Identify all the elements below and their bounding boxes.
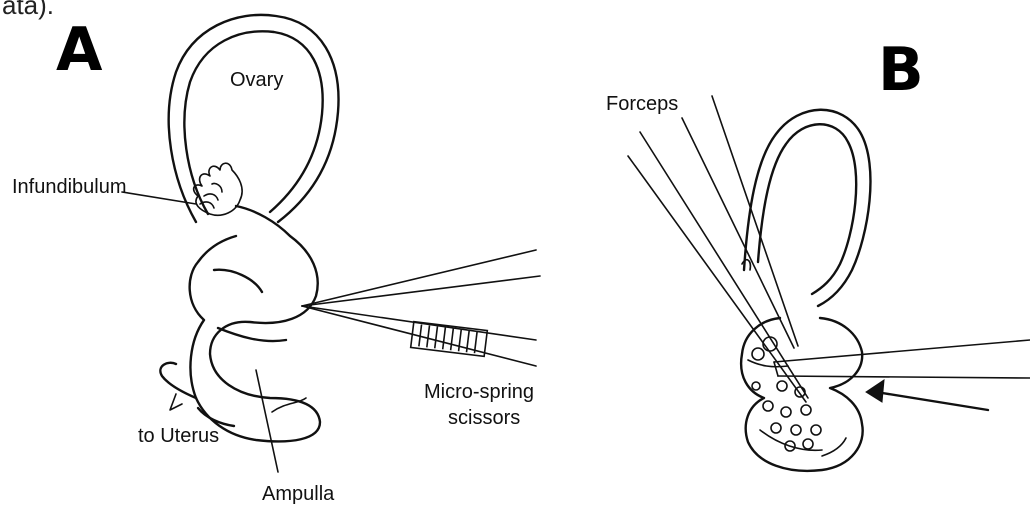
- ovary-ring-b: [744, 110, 870, 306]
- forceps-drawing: [628, 96, 808, 402]
- infundibulum-drawing: [194, 163, 242, 215]
- micro-spring-label-line1: Micro-spring: [424, 381, 534, 403]
- needle-drawing: [774, 340, 1030, 378]
- ampulla-label: Ampulla: [262, 483, 335, 505]
- panel-b: B: [606, 35, 1030, 471]
- micro-spring-scissors-drawing: [302, 250, 540, 366]
- arrow-indicator: [866, 380, 988, 410]
- infundibulum-label: Infundibulum: [12, 176, 127, 198]
- micro-spring-label-line2: scissors: [448, 407, 520, 429]
- panel-a: A Ovary Infundibulum to Uterus: [12, 15, 540, 505]
- oocytes: [752, 337, 821, 451]
- oviduct-drawing: [160, 206, 320, 441]
- caption-fragment: ata).: [2, 0, 54, 20]
- forceps-label: Forceps: [606, 93, 678, 115]
- oviduct-body-b: [741, 318, 863, 471]
- to-uterus-label: to Uterus: [138, 425, 219, 447]
- ovary-label: Ovary: [230, 69, 283, 91]
- panel-a-letter: A: [56, 15, 103, 85]
- panel-b-letter: B: [878, 35, 924, 105]
- ampulla-leader: [256, 370, 278, 472]
